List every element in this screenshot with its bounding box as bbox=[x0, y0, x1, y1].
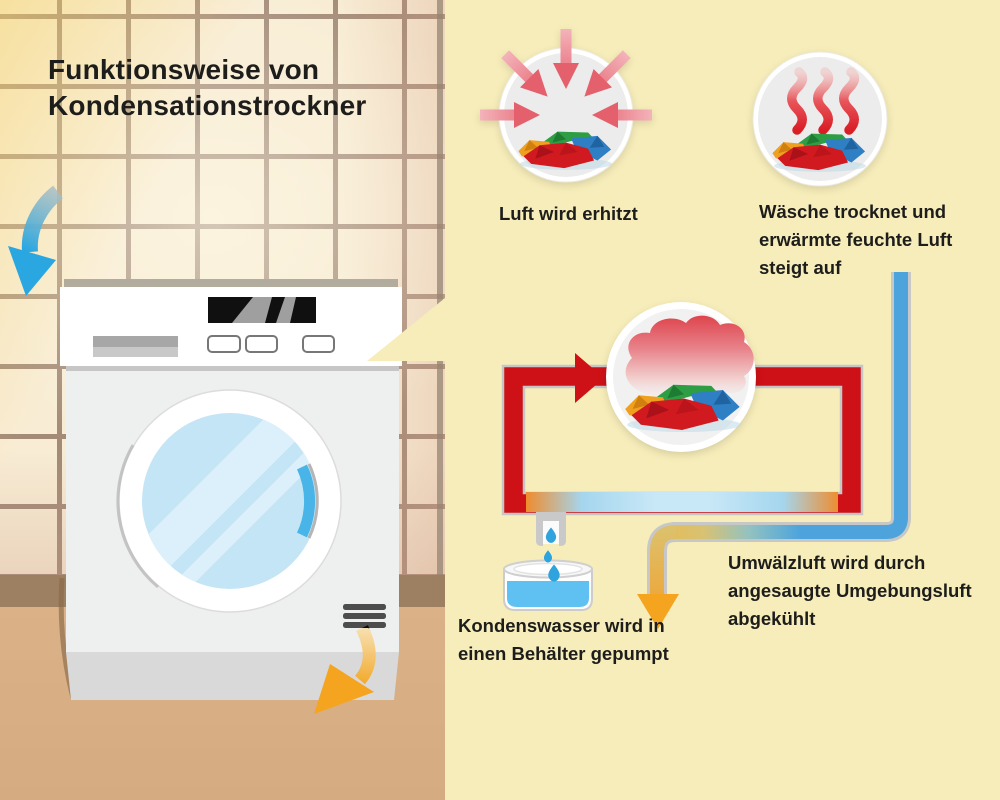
step-label-cooling: Umwälzluft wird durch angesaugte Umgebun… bbox=[728, 552, 972, 629]
condensate-container bbox=[503, 559, 593, 611]
steam-laundry-icon bbox=[752, 51, 888, 187]
water-droplet-icon bbox=[543, 527, 560, 582]
ambient-air-pipe bbox=[672, 272, 911, 542]
inward-arrows-laundry-icon bbox=[480, 29, 652, 183]
circulation-arrow-icon bbox=[575, 353, 604, 403]
step-label-drying: Wäsche trocknet und erwärmte feuchte Luf… bbox=[759, 201, 953, 278]
panel-top-shadow bbox=[64, 279, 398, 287]
panel-display bbox=[208, 297, 316, 323]
door-handle bbox=[296, 464, 316, 538]
door-glass-shine bbox=[107, 384, 346, 623]
page-title: Funktionsweise von Kondensationstrockner bbox=[48, 54, 367, 121]
drum-door bbox=[107, 384, 346, 623]
exhaust-arrow-icon bbox=[637, 594, 679, 629]
air-circuit-loop bbox=[501, 353, 864, 516]
cool-air-in-arrow-icon bbox=[8, 185, 64, 296]
drum-circle-icon bbox=[606, 302, 756, 452]
exhaust-air-pipe bbox=[637, 522, 679, 629]
machine-base bbox=[66, 652, 399, 700]
steam-cloud-icon bbox=[625, 315, 754, 400]
door-handle-shadow bbox=[307, 463, 319, 539]
panel-buttons bbox=[207, 335, 335, 353]
dryer-process-diagram bbox=[480, 29, 911, 629]
dryer-illustration bbox=[8, 185, 402, 714]
step-label-heating: Luft wird erhitzt bbox=[499, 203, 638, 224]
vent-grille bbox=[343, 604, 386, 628]
door-ring-shadow bbox=[116, 444, 159, 589]
condenser-gradient-strip bbox=[526, 492, 838, 512]
panel-pointer-triangle bbox=[367, 298, 445, 361]
step-label-condensation: Kondenswasser wird in einen Behälter gep… bbox=[458, 615, 669, 664]
panel-label-strip bbox=[93, 336, 178, 357]
warm-air-out-arrow-icon bbox=[314, 625, 376, 714]
dryer-machine bbox=[60, 279, 402, 700]
tile-grout-edge bbox=[437, 0, 443, 577]
panel-bottom-shadow bbox=[66, 366, 399, 371]
